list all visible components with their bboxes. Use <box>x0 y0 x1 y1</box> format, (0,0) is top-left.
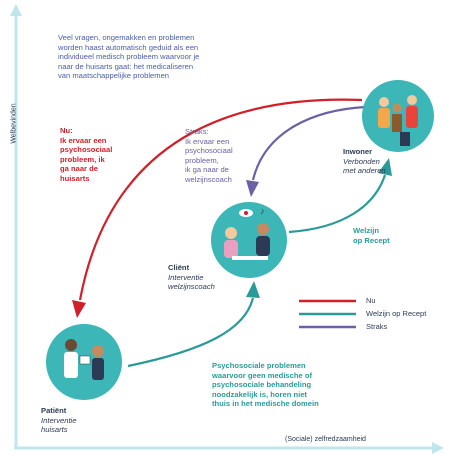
intro-text: Veel vragen, ongemakken en problemen wor… <box>58 33 199 81</box>
teal-arrowhead-inwoner <box>378 158 392 176</box>
straks-line: Ik ervaar een <box>185 136 230 146</box>
nu-line: Nu: <box>60 126 73 135</box>
straks-line: psychosociaal <box>185 146 233 156</box>
inwoner-illustration <box>362 80 434 152</box>
inwoner-label: Inwoner Verbonden met anderen <box>343 147 386 176</box>
nu-text: Nu: Ik ervaar een psychosociaal probleem… <box>60 126 112 184</box>
nu-line: ga naar de <box>60 164 98 174</box>
legend-label-straks: Straks <box>366 322 388 331</box>
psychosocial-line: Psychosociale problemen <box>212 361 306 370</box>
nu-line: psychosociaal <box>60 145 113 155</box>
straks-text: Straks: Ik ervaar een psychosociaal prob… <box>185 127 233 185</box>
psychosocial-text: Psychosociale problemen waarvoor geen me… <box>212 361 319 409</box>
teal-arrowhead-client <box>246 281 260 298</box>
client-illustration: ♪ <box>211 202 287 278</box>
teal-arrow-patient-to-client <box>127 297 255 368</box>
intro-line: naar de huisarts gaat: het medicaliseren <box>58 61 194 71</box>
client-label: Cliënt Interventie welzijnscoach <box>168 263 215 292</box>
svg-text:♪: ♪ <box>260 206 265 216</box>
psychosocial-line: waarvoor geen medische of <box>212 370 313 380</box>
intro-line: van maatschappelijke problemen <box>58 71 170 81</box>
patient-subtitle: Interventie <box>41 415 77 425</box>
nu-arrow <box>78 98 363 301</box>
patient-illustration <box>46 324 122 400</box>
patient-title: Patiënt <box>41 406 67 415</box>
patient-subtitle: huisarts <box>41 425 68 435</box>
inwoner-title: Inwoner <box>343 147 373 156</box>
straks-arrowhead <box>246 180 259 197</box>
welzijn-line: op Recept <box>353 235 390 245</box>
y-axis-arrowhead <box>10 4 22 16</box>
welzijn-op-recept-label: Welzijn op Recept <box>353 226 390 245</box>
teal-arrow-client-to-inwoner <box>288 174 387 234</box>
intro-line: worden haast automatisch geduid als een <box>58 42 199 52</box>
client-subtitle: Interventie <box>168 272 204 282</box>
x-axis-arrowhead <box>432 442 444 454</box>
psychosocial-line: psychosociale behandeling <box>212 380 312 390</box>
straks-line: probleem, <box>185 155 219 165</box>
nu-line: probleem, ik <box>60 154 105 164</box>
straks-arrow <box>251 105 366 181</box>
y-axis-label: Welbevinden <box>10 103 18 144</box>
inwoner-subtitle: met anderen <box>343 166 386 176</box>
straks-line: ik ga naar de <box>185 165 229 175</box>
inwoner-subtitle: Verbonden <box>343 156 380 166</box>
legend-label-nu: Nu <box>366 296 376 305</box>
intro-line: Veel vragen, ongemakken en problemen <box>58 33 195 42</box>
x-axis-label: (Sociale) zelfredzaamheid <box>285 436 366 443</box>
straks-line: Straks: <box>185 127 209 136</box>
psychosocial-line: noodzakelijk is, horen niet <box>212 389 307 399</box>
nu-arrowhead <box>72 300 86 318</box>
welzijn-line: Welzijn <box>353 226 380 235</box>
client-subtitle: welzijnscoach <box>168 282 215 292</box>
client-title: Cliënt <box>168 263 190 272</box>
nu-line: Ik ervaar een <box>60 135 107 145</box>
straks-line: welzijnscoach <box>185 174 232 184</box>
nu-line: huisarts <box>60 173 90 183</box>
patient-label: Patiënt Interventie huisarts <box>41 406 76 435</box>
intro-line: individueel medisch probleem waarvoor je <box>58 52 200 62</box>
legend-label-welzijn: Welzijn op Recept <box>366 309 427 318</box>
psychosocial-line: thuis in het medische domein <box>212 399 319 409</box>
